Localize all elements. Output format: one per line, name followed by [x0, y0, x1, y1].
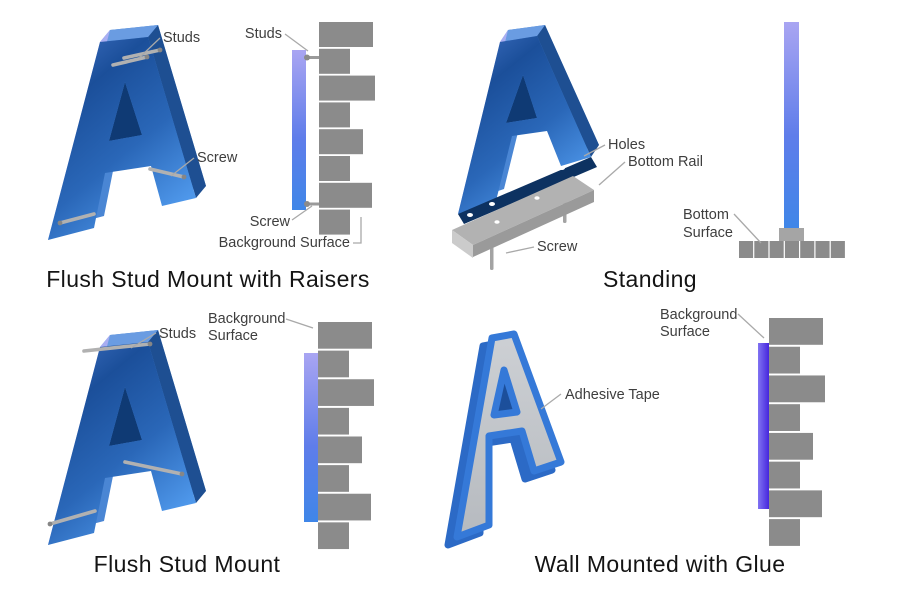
- letter-a-3d-standing: [458, 25, 599, 224]
- caption-flush-stud-mount: Flush Stud Mount: [94, 551, 281, 577]
- section-wall-mounted-with-glue: Adhesive Tape Background Surface Wall Mo…: [444, 307, 825, 577]
- hole: [559, 166, 565, 170]
- leader-bottom-rail: [598, 161, 626, 186]
- label-adhesive-tape: Adhesive Tape: [565, 387, 660, 403]
- letter-studs-long: [47, 341, 185, 527]
- label-side-studs: Studs: [245, 26, 282, 42]
- leader-studs: [138, 37, 161, 59]
- caption-flush-stud-mount-with-raisers: Flush Stud Mount with Raisers: [46, 266, 370, 292]
- letter-bottom-face: [458, 157, 597, 224]
- leader-screw: [505, 246, 535, 254]
- letter-edge-bar: [784, 22, 799, 228]
- caption-wall-mounted-with-glue: Wall Mounted with Glue: [535, 551, 786, 577]
- label-screw: Screw: [537, 239, 578, 255]
- leader-studs: [130, 332, 157, 349]
- leader-bottom-surface: [733, 213, 762, 244]
- letter-edge-bar: [292, 50, 306, 210]
- bottom-rail: [452, 176, 594, 270]
- side-screw-bottom-head: [304, 201, 310, 207]
- leader-side-studs: [284, 33, 309, 52]
- leader-background-surface: [285, 318, 314, 329]
- leader-background-surface: [737, 313, 765, 339]
- leader-holes: [583, 144, 606, 157]
- screw-pin: [490, 246, 494, 270]
- side-view-glued: [758, 318, 825, 546]
- section-flush-stud-mount-with-raisers: Studs Screw Studs Screw Background Surfa…: [46, 22, 375, 292]
- hole: [467, 213, 473, 217]
- side-view-flush: [304, 322, 374, 550]
- leader-side-screw: [291, 205, 313, 221]
- caption-standing: Standing: [603, 266, 697, 292]
- label-background: Background: [660, 307, 737, 323]
- adhesive-tape-strip: [758, 343, 769, 509]
- label-holes: Holes: [608, 137, 645, 153]
- leader-screw: [170, 157, 195, 177]
- letter-studs: [57, 47, 187, 226]
- floor-bricks: [739, 241, 845, 258]
- section-flush-stud-mount: Studs Background Surface Flush Stud Moun…: [47, 311, 374, 577]
- label-background-surface: Background Surface: [219, 235, 350, 251]
- letter-a-3d-taped: [444, 330, 565, 549]
- leader-background-surface: [353, 217, 362, 244]
- side-view-raisers: [292, 22, 375, 235]
- leader-adhesive-tape: [540, 393, 562, 410]
- side-stud-top-head: [304, 54, 310, 61]
- label-background: Background: [208, 311, 285, 327]
- label-studs: Studs: [159, 326, 196, 342]
- label-surface: Surface: [208, 328, 258, 344]
- label-surface: Surface: [683, 225, 733, 241]
- foot-block: [779, 228, 804, 241]
- label-bottom: Bottom: [683, 207, 729, 223]
- section-standing: Holes Bottom Rail Screw Bottom Surface S…: [452, 22, 845, 292]
- label-surface: Surface: [660, 324, 710, 340]
- label-bottom-rail: Bottom Rail: [628, 154, 703, 170]
- side-view-standing: [739, 22, 845, 258]
- letter-edge-bar: [304, 353, 318, 522]
- rail-hole: [534, 196, 540, 200]
- rail-hole: [494, 220, 500, 224]
- hole: [489, 202, 495, 206]
- label-screw: Screw: [197, 150, 238, 166]
- label-studs: Studs: [163, 30, 200, 46]
- label-side-screw: Screw: [250, 214, 291, 230]
